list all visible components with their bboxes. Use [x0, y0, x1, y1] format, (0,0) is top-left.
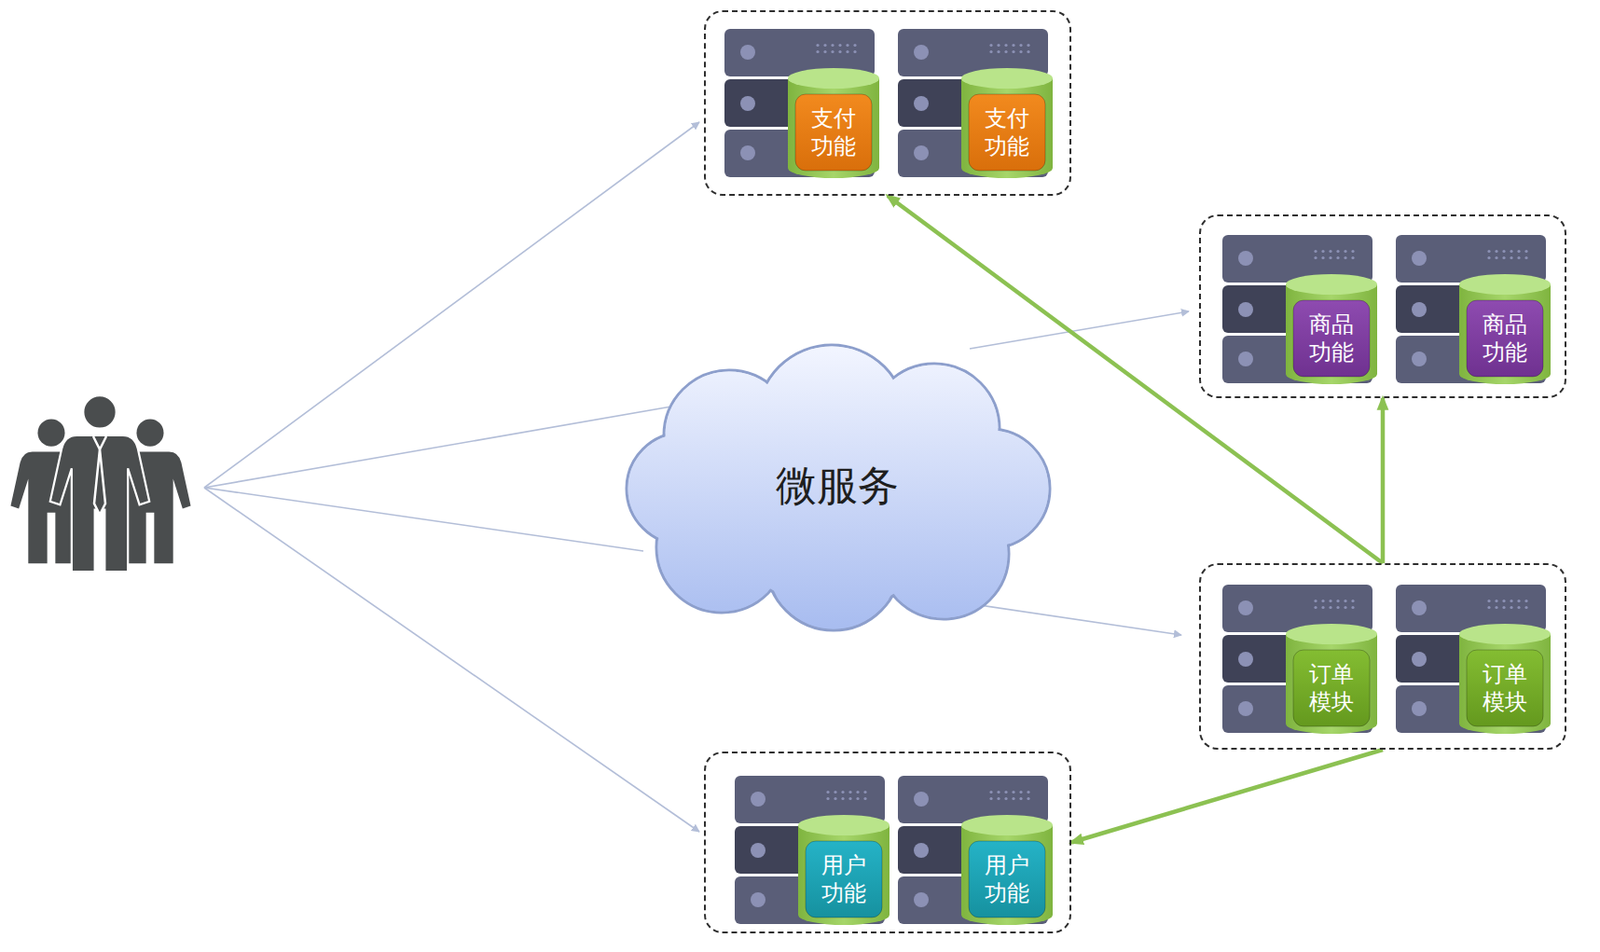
node-label: 用户 功能: [814, 851, 873, 908]
node-label: 订单 模块: [1475, 660, 1534, 717]
cloud-label: 微服务: [775, 458, 899, 514]
node-label: 订单 模块: [1302, 660, 1361, 717]
node-label: 支付 功能: [978, 104, 1036, 161]
people-icon: [10, 395, 191, 572]
call-arrow: [1071, 749, 1383, 843]
server-group: 商品 功能 商品 功能: [1199, 214, 1567, 399]
server-group: 支付 功能 支付 功能: [703, 10, 1072, 196]
database-cylinder: 订单 模块: [1459, 623, 1551, 734]
database-cylinder: 用户 功能: [798, 814, 890, 925]
node-label: 商品 功能: [1302, 310, 1361, 367]
request-line: [204, 122, 1189, 832]
database-cylinder: 商品 功能: [1285, 274, 1378, 385]
database-cylinder: 商品 功能: [1459, 274, 1551, 385]
node-label: 支付 功能: [804, 104, 863, 161]
call-arrow: [1380, 398, 1386, 564]
node-label: 用户 功能: [978, 851, 1036, 908]
database-cylinder: 订单 模块: [1285, 623, 1378, 734]
database-cylinder: 支付 功能: [787, 68, 880, 179]
cloud-shape: 微服务: [617, 346, 1057, 625]
database-cylinder: 用户 功能: [961, 814, 1053, 925]
database-cylinder: 支付 功能: [961, 68, 1053, 179]
node-label: 商品 功能: [1475, 310, 1534, 367]
server-group: 用户 功能 用户 功能: [703, 751, 1072, 934]
server-rack: [724, 28, 1546, 925]
server-group: 订单 模块 订单 模块: [1199, 563, 1567, 750]
